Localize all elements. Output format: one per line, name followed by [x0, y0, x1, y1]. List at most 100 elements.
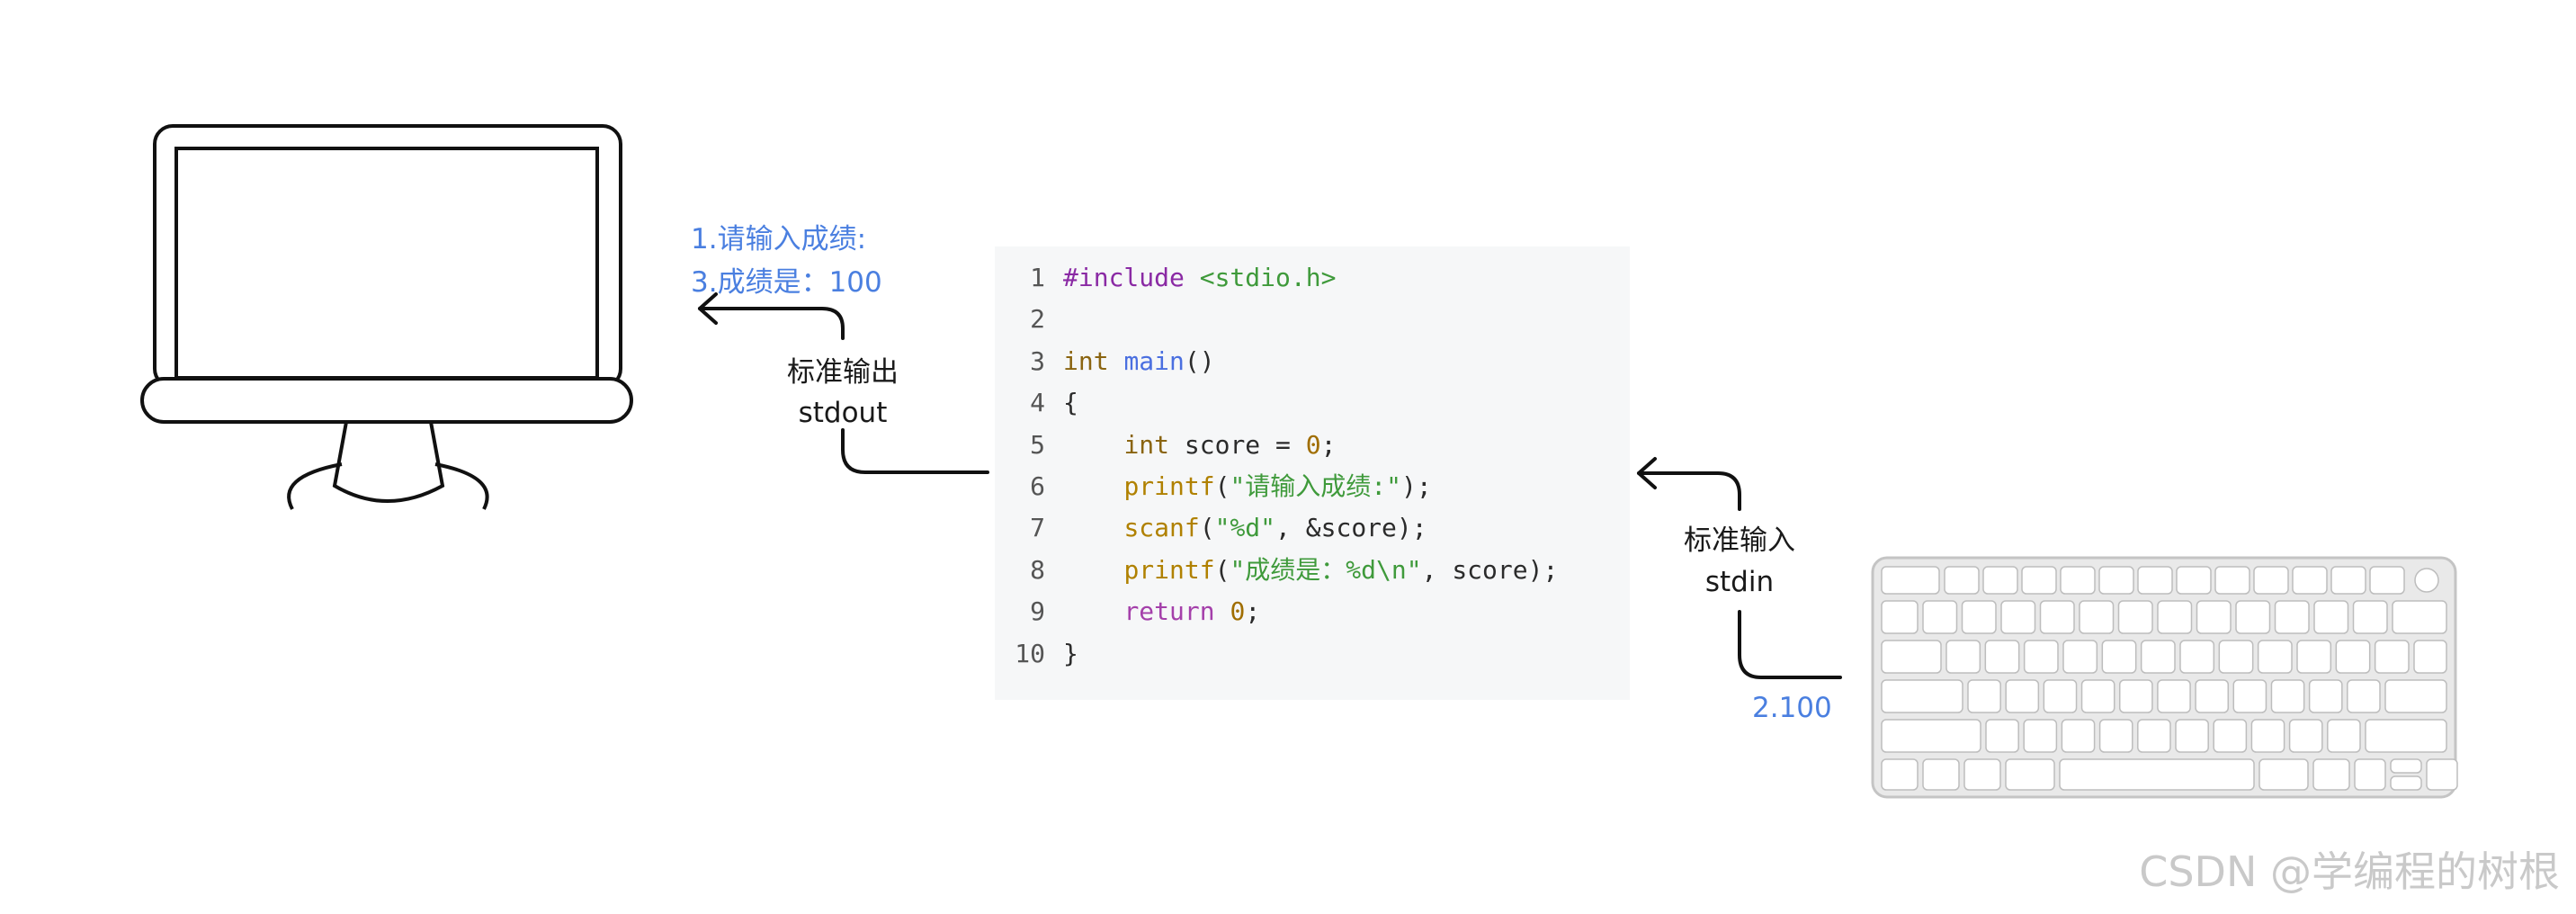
keyboard-key: [1881, 566, 1940, 595]
keyboard-key: [2258, 758, 2309, 791]
keyboard-key: [2330, 566, 2366, 595]
keyboard-key: [2196, 600, 2232, 634]
keyboard-key: [2426, 758, 2458, 791]
code-token: "请输入成绩:": [1230, 471, 1402, 501]
code-token: printf: [1123, 554, 1215, 585]
monitor-icon: [140, 124, 633, 510]
keyboard-key: [2118, 679, 2153, 713]
keyboard-key: [2213, 719, 2248, 753]
code-token: , score);: [1421, 554, 1559, 585]
keyboard-key: [2117, 600, 2153, 634]
keyboard-key: [2079, 600, 2115, 634]
keyboard-key: [2384, 679, 2447, 713]
keyboard-key: [2312, 758, 2350, 791]
keyboard-key: [2157, 600, 2193, 634]
input-value: 2.100: [1752, 692, 1832, 724]
line-number: 1: [1030, 263, 1045, 292]
line-number: 2: [1030, 304, 1045, 335]
keyboard-key: [2137, 719, 2171, 753]
line-number: 4: [1030, 388, 1045, 418]
keyboard-key: [2023, 640, 2059, 674]
keyboard-key: [1944, 566, 1980, 595]
keyboard-key: [1881, 758, 1919, 791]
keyboard-key: [2335, 640, 2371, 674]
code-token: 0: [1305, 429, 1321, 460]
keyboard-key: [2365, 719, 2447, 753]
code-line: 6 printf("请输入成绩:");: [995, 466, 1432, 507]
code-line: 10}: [995, 633, 1078, 675]
line-number: 9: [1030, 596, 1045, 627]
keyboard-key: [1881, 640, 1942, 674]
code-token: (: [1214, 471, 1230, 501]
keyboard-key: [2354, 758, 2386, 791]
keyboard-key: [2000, 600, 2036, 634]
code-line: 2: [995, 299, 1063, 340]
keyboard-key: [2021, 566, 2057, 595]
keyboard-key: [2218, 640, 2254, 674]
line-number: 8: [1030, 554, 1045, 585]
keyboard-key: [2061, 719, 2096, 753]
keyboard-key: [2292, 566, 2328, 595]
keyboard-key: [2392, 600, 2447, 634]
keyboard-key: [2023, 719, 2058, 753]
code-line: 9 return 0;: [995, 591, 1260, 632]
line-number: 10: [1015, 638, 1045, 668]
keyboard-key: [2175, 719, 2209, 753]
keyboard-key: [2080, 679, 2115, 713]
code-token: ;: [1320, 429, 1337, 460]
code-token: printf: [1123, 471, 1215, 501]
code-token: #include: [1063, 263, 1200, 292]
keyboard-key: [1922, 600, 1958, 634]
keyboard-key: [2253, 566, 2289, 595]
code-token: [1063, 513, 1123, 542]
keyboard-key: [1985, 719, 2019, 753]
code-token: int: [1063, 345, 1109, 376]
code-token: , &score);: [1275, 513, 1427, 543]
code-token: (: [1199, 513, 1215, 543]
keyboard-key: [2140, 640, 2176, 674]
line-number: 3: [1030, 345, 1045, 376]
code-line: 8 printf("成绩是：%d\n", score);: [995, 550, 1558, 591]
code-token: "成绩是：%d\n": [1230, 554, 1422, 585]
keyboard-key: [1945, 640, 1981, 674]
code-token: return: [1123, 596, 1215, 627]
line-number: 5: [1030, 429, 1045, 460]
keyboard-key: [2039, 600, 2075, 634]
code-line: 5 int score = 0;: [995, 425, 1336, 466]
code-token: (: [1214, 554, 1230, 585]
code-token: [1109, 346, 1124, 376]
keyboard-key: [2101, 640, 2137, 674]
code-token: main: [1123, 345, 1185, 376]
keyboard-key: [1984, 640, 2020, 674]
code-token: [1063, 555, 1123, 585]
keyboard-key: [2374, 640, 2410, 674]
code-token: [1063, 430, 1123, 460]
watermark: CSDN @学编程的树根: [2139, 847, 2560, 896]
output-line-1: 1.请输入成绩:: [691, 223, 866, 255]
keyboard-key: [2179, 640, 2215, 674]
keyboard-key: [1881, 600, 1919, 634]
keyboard-key: [2250, 719, 2285, 753]
stdout-label-en: stdout: [799, 397, 888, 429]
keyboard-key: [2369, 566, 2405, 595]
keyboard-key: [1881, 719, 1981, 753]
keyboard-key: [2274, 600, 2310, 634]
stdout-label-zh: 标准输出: [787, 356, 899, 389]
code-token: [1215, 596, 1230, 626]
stdout-arrow: [698, 292, 989, 474]
keyboard-key: [2195, 679, 2230, 713]
keyboard-key: [2098, 566, 2134, 595]
keyboard-key: [2313, 600, 2349, 634]
code-line: 1#include <stdio.h>: [995, 257, 1336, 299]
code-token: }: [1063, 638, 1078, 668]
keyboard-key: [2347, 679, 2381, 713]
stdin-label-zh: 标准输入: [1684, 524, 1795, 557]
keyboard-key: [2098, 719, 2133, 753]
code-token: scanf: [1123, 513, 1200, 543]
line-number: 7: [1030, 513, 1045, 543]
keyboard-key: [2235, 600, 2271, 634]
keyboard-key: [2390, 775, 2422, 791]
code-token: ;: [1245, 596, 1261, 627]
keyboard-key: [2005, 758, 2055, 791]
